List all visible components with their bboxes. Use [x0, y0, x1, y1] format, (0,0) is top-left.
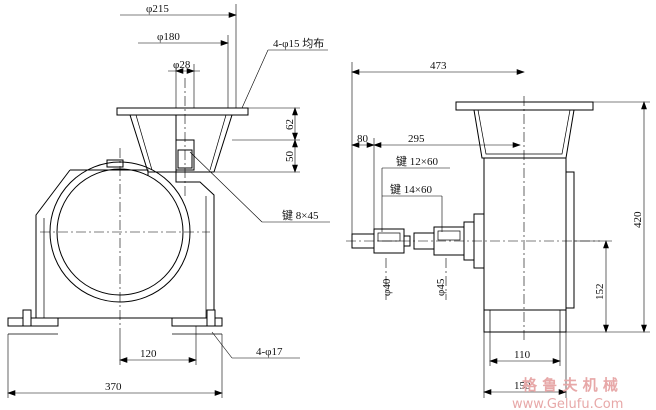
- dim-foot-holes: 4-φ17: [256, 346, 283, 358]
- dim-key-14x60: 键 14×60: [390, 182, 432, 196]
- dim-shaft-extension: 80: [357, 133, 369, 145]
- front-centerlines: [40, 78, 210, 330]
- dim-shaft-left-dia: φ40: [381, 278, 393, 296]
- watermark-url: www.Gelufu.Com: [512, 397, 623, 410]
- side-top-flange: [455, 101, 594, 111]
- dim-base-outer: 150: [514, 380, 531, 392]
- right-foot: [171, 317, 223, 327]
- top-cap: [106, 159, 124, 168]
- main-housing: [35, 169, 215, 319]
- dim-key-8x45: 键 8×45: [282, 208, 319, 222]
- dim-neck-height: 50: [284, 151, 296, 163]
- dim-bolt-circle: φ180: [157, 31, 180, 43]
- side-cover-plate: [565, 171, 575, 309]
- dim-outer-diameter: φ215: [146, 3, 169, 15]
- dim-base-inner: 110: [514, 349, 531, 361]
- dim-overall-width: 473: [430, 60, 447, 72]
- dim-overall-length: 370: [105, 381, 122, 393]
- side-centerlines: [346, 96, 600, 340]
- top-flange-plate: [116, 107, 249, 116]
- dim-shaft-span: 295: [408, 133, 425, 145]
- dim-overall-height: 420: [632, 211, 644, 228]
- dim-center-height: 152: [594, 284, 606, 301]
- side-view: [455, 101, 594, 333]
- side-base-plate: [483, 309, 567, 333]
- dim-shaft-diameter: φ28: [173, 59, 191, 71]
- front-dimensions: [7, 4, 330, 398]
- left-foot: [7, 317, 59, 327]
- dim-shaft-right-dia: φ45: [435, 278, 447, 296]
- front-view: [7, 107, 249, 335]
- dim-key-12x60: 键 12×60: [396, 154, 438, 168]
- dim-foot-spacing: 120: [140, 348, 157, 360]
- side-dimensions: [351, 62, 650, 398]
- dim-flange-height: 62: [284, 119, 296, 130]
- dim-flange-holes: 4-φ15 均布: [273, 37, 324, 50]
- side-housing-body: [483, 157, 567, 311]
- watermark-brand: 格 鲁 夫 机 械: [522, 376, 618, 394]
